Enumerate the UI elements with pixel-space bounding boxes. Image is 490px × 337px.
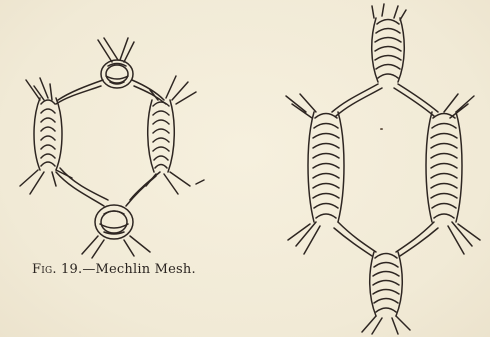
large-bottom-plait [362,252,410,334]
figure-label: Fig. 19. [32,262,82,277]
small-left-plait [20,78,72,194]
large-right-plait [426,94,480,254]
large-mesh-group [286,4,480,334]
caption-separator: — [82,262,95,277]
large-upper-threads [332,84,438,116]
large-top-plait [372,4,406,82]
large-lower-threads [334,222,438,256]
small-bottom-knot [82,205,150,258]
ink-speck [380,128,383,130]
small-mesh-threads [56,80,166,206]
figure-caption: Fig. 19.—Mechlin Mesh. [32,262,196,277]
figure-title: Mechlin Mesh. [96,262,196,277]
small-mesh-group [20,38,204,258]
